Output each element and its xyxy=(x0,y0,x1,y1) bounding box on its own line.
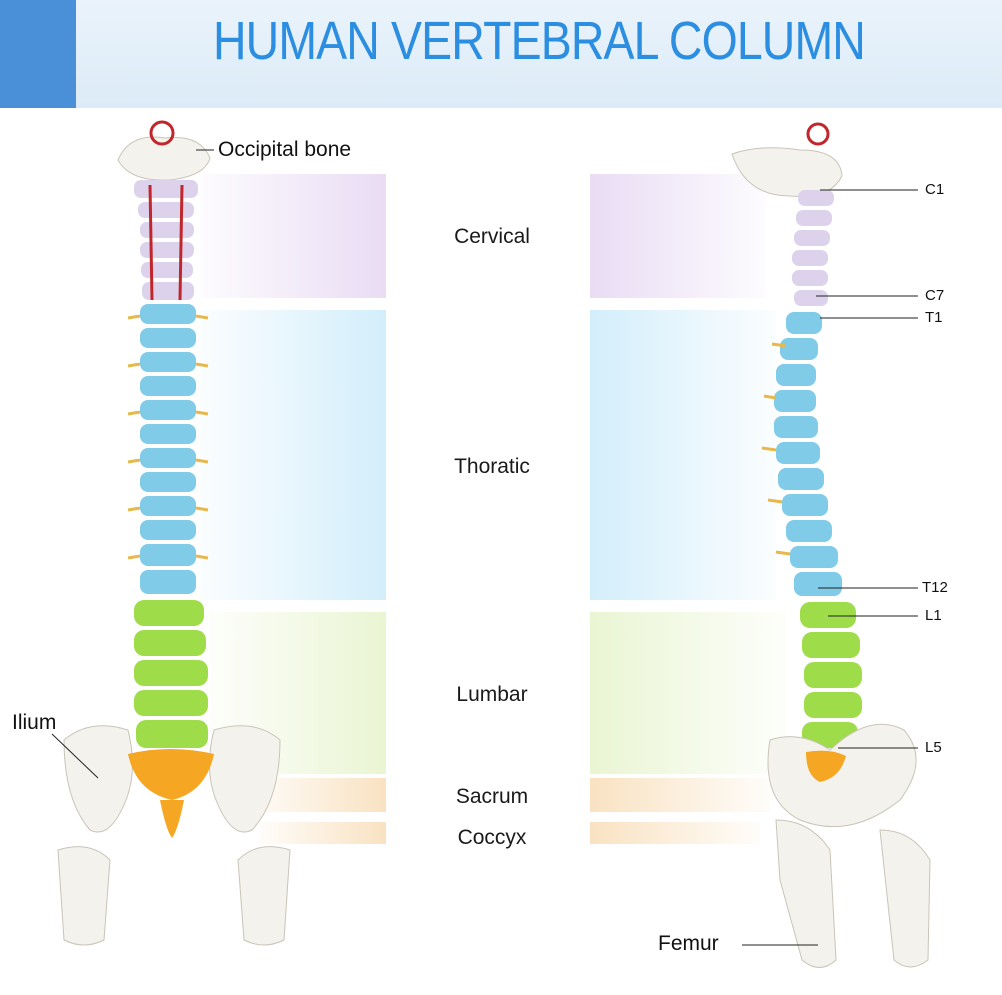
page-title: HUMAN VERTEBRAL COLUMN xyxy=(212,11,866,71)
ilium-label: Ilium xyxy=(12,711,57,734)
lumbar-vertebrae-left xyxy=(134,600,208,748)
occipital-bone-label: Occipital bone xyxy=(218,138,352,161)
c7-label: C7 xyxy=(925,287,945,304)
thoracic-band-right xyxy=(590,310,776,600)
header-banner: HUMAN VERTEBRAL COLUMN xyxy=(0,0,1002,108)
cervical-vertebrae-right xyxy=(792,190,834,306)
coccyx-band-right xyxy=(590,822,760,844)
sacrum-label: Sacrum xyxy=(455,785,529,808)
lumbar-label: Lumbar xyxy=(456,683,528,706)
pelvis-right xyxy=(767,723,931,968)
cervical-vertebrae-left xyxy=(134,180,198,301)
sacrum-band-right xyxy=(590,778,770,812)
coccyx-band-left xyxy=(260,822,386,844)
cervical-band-right xyxy=(590,174,766,298)
thoracic-band-left xyxy=(200,310,386,600)
coccyx-label: Coccyx xyxy=(457,826,527,849)
thoracic-vertebrae-left xyxy=(127,304,209,594)
l5-label: L5 xyxy=(925,739,942,756)
thoracic-vertebrae-right xyxy=(761,312,842,596)
thoracic-label: Thoratic xyxy=(454,455,530,478)
header-accent-bar xyxy=(0,0,76,108)
t1-label: T1 xyxy=(925,309,943,326)
t12-label: T12 xyxy=(922,579,948,596)
cervical-band-left xyxy=(200,174,386,298)
occipital-bone-right xyxy=(731,122,843,198)
occipital-bone-left xyxy=(117,120,211,181)
femur-label: Femur xyxy=(658,932,719,955)
right-pointer-lines xyxy=(742,189,918,946)
pelvis-left xyxy=(57,725,291,946)
l1-label: L1 xyxy=(925,607,942,624)
ilium-pointer-line xyxy=(51,733,99,779)
lumbar-vertebrae-right xyxy=(800,602,862,748)
cervical-label: Cervical xyxy=(454,225,530,248)
c1-label: C1 xyxy=(925,181,945,198)
lumbar-band-right xyxy=(590,612,786,774)
